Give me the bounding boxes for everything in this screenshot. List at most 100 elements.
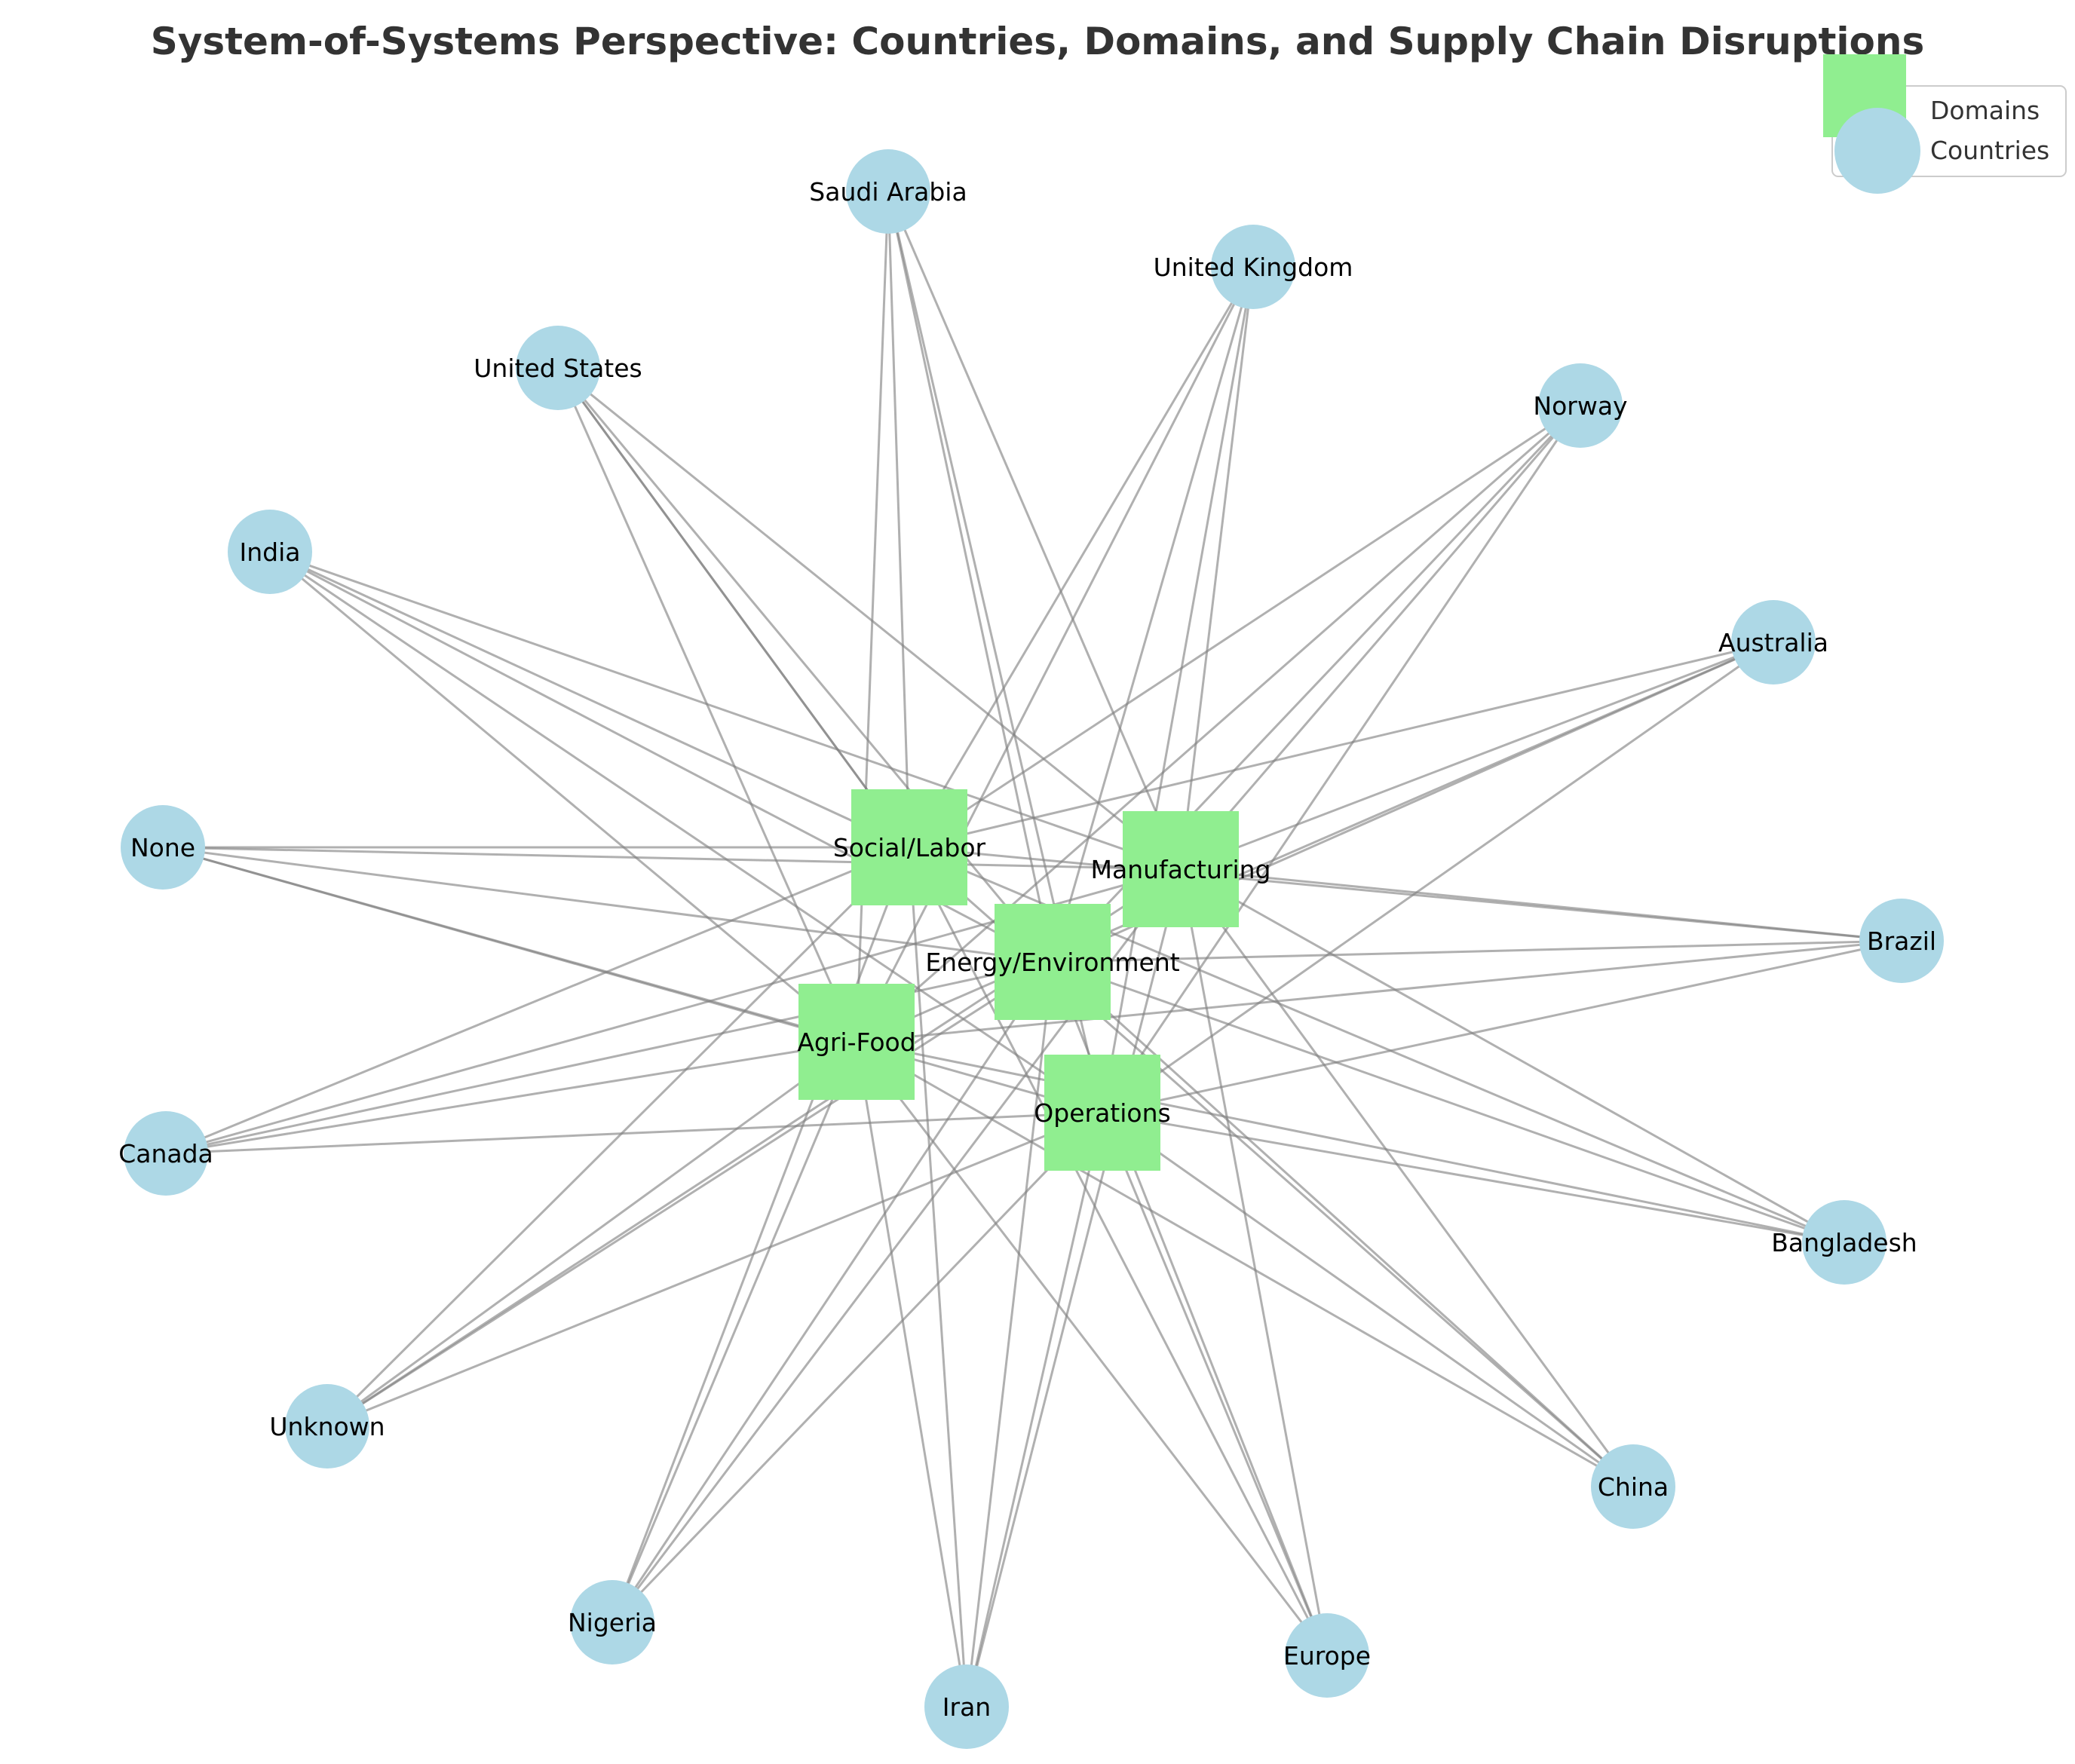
country-label: United Kingdom (1154, 253, 1353, 282)
country-node-europe: Europe (1283, 1613, 1371, 1698)
edge-us-manufacturing (557, 366, 1182, 871)
edge-norway-manufacturing (1179, 405, 1582, 870)
country-node-australia: Australia (1718, 600, 1828, 684)
edge-canada-operations (165, 1111, 1103, 1155)
country-node-china: China (1591, 1444, 1675, 1529)
edge-china-manufacturing (1179, 868, 1635, 1487)
legend: Domains Countries (1823, 54, 2067, 194)
country-node-nigeria: Nigeria (568, 1580, 657, 1664)
edge-us-social (556, 367, 911, 848)
edge-norway-operations (1101, 405, 1582, 1113)
country-node-none: None (121, 805, 205, 890)
country-node-iran: Iran (924, 1664, 1009, 1749)
edge-uk-manufacturing (1179, 266, 1255, 870)
country-label: Brazil (1867, 926, 1936, 956)
diagram-title: System-of-Systems Perspective: Countries… (151, 20, 1925, 63)
edge-bangladesh-operations (1102, 1111, 1845, 1244)
edge-canada-social (165, 846, 910, 1155)
country-marker (285, 1384, 369, 1468)
domain-node-agrifood: Agri-Food (797, 984, 916, 1100)
edge-iran-agrifood (855, 1041, 968, 1707)
country-marker (1859, 899, 1944, 983)
country-marker (1538, 363, 1623, 448)
edge-nigeria-agrifood (611, 1041, 858, 1623)
edge-bangladesh-manufacturing (1180, 868, 1845, 1244)
edge-saudi-energy (887, 191, 1054, 963)
edge-us-energy (556, 367, 1054, 963)
domain-node-manufacturing: Manufacturing (1091, 811, 1270, 927)
country-marker (228, 510, 312, 594)
edge-unknown-operations (326, 1111, 1103, 1428)
edge-brazil-operations (1102, 939, 1902, 1114)
country-node-us: United States (474, 326, 642, 410)
edge-india-agrifood (269, 550, 857, 1043)
edge-iran-social (908, 847, 968, 1707)
country-node-bangladesh: Bangladesh (1771, 1200, 1917, 1285)
country-node-canada: Canada (118, 1111, 213, 1196)
country-label: Norway (1533, 391, 1627, 421)
country-node-saudi: Saudi Arabia (809, 149, 967, 234)
edge-australia-social (909, 641, 1774, 849)
edge-saudi-social (887, 191, 911, 848)
edge-bangladesh-energy (1052, 960, 1845, 1244)
edge-iran-manufacturing (965, 868, 1182, 1707)
edge-saudi-manufacturing (887, 191, 1182, 870)
legend-domains-label: Domains (1930, 96, 2040, 125)
edge-europe-social (908, 847, 1329, 1656)
domain-marker (851, 789, 967, 905)
country-marker (1591, 1444, 1675, 1529)
edge-none-energy (162, 846, 1053, 963)
edge-nigeria-social (611, 847, 911, 1623)
domain-node-social: Social/Labor (833, 789, 986, 905)
country-marker (570, 1580, 654, 1664)
country-marker (846, 149, 930, 234)
country-node-brazil: Brazil (1859, 899, 1944, 983)
domain-marker (1044, 1055, 1160, 1171)
edge-none-manufacturing (162, 846, 1182, 871)
edge-india-social (269, 550, 910, 849)
edge-canada-agrifood (165, 1040, 857, 1155)
domain-marker (1123, 811, 1239, 927)
edge-brazil-agrifood (856, 939, 1902, 1043)
country-marker (516, 326, 600, 410)
country-marker (1802, 1200, 1887, 1285)
edge-uk-social (908, 266, 1255, 848)
country-marker (924, 1664, 1009, 1749)
edge-unknown-agrifood (326, 1040, 857, 1428)
country-label: Europe (1283, 1641, 1371, 1671)
country-marker (121, 805, 205, 890)
country-label: Saudi Arabia (809, 177, 967, 207)
legend-countries-label: Countries (1930, 136, 2049, 165)
country-label: Australia (1718, 628, 1828, 657)
domain-label: Energy/Environment (925, 948, 1179, 977)
edge-australia-manufacturing (1180, 641, 1774, 871)
country-label: None (130, 833, 195, 862)
country-node-norway: Norway (1533, 363, 1628, 448)
domain-label: Operations (1034, 1098, 1170, 1128)
edge-uk-operations (1101, 266, 1255, 1113)
edge-iran-operations (965, 1112, 1104, 1707)
edge-india-manufacturing (269, 550, 1182, 871)
edge-nigeria-energy (611, 961, 1054, 1623)
country-node-unknown: Unknown (269, 1384, 385, 1468)
edge-europe-operations (1101, 1112, 1329, 1656)
country-label: India (240, 537, 301, 567)
domain-marker (798, 984, 915, 1100)
edge-brazil-manufacturing (1180, 868, 1902, 942)
edge-none-agrifood (162, 846, 857, 1043)
country-label: Canada (118, 1139, 213, 1168)
edge-china-operations (1102, 1111, 1634, 1488)
edge-nigeria-operations (611, 1111, 1104, 1624)
country-marker (124, 1111, 208, 1196)
country-label: Iran (942, 1692, 991, 1722)
legend-country-swatch (1834, 108, 1920, 194)
edge-europe-agrifood (855, 1041, 1329, 1656)
domain-marker (995, 904, 1111, 1020)
edge-uk-agrifood (855, 266, 1255, 1043)
country-node-uk: United Kingdom (1154, 225, 1353, 309)
country-label: United States (474, 354, 642, 383)
domain-label: Social/Labor (833, 833, 986, 862)
domain-node-operations: Operations (1034, 1055, 1171, 1171)
edge-iran-energy (965, 961, 1054, 1707)
